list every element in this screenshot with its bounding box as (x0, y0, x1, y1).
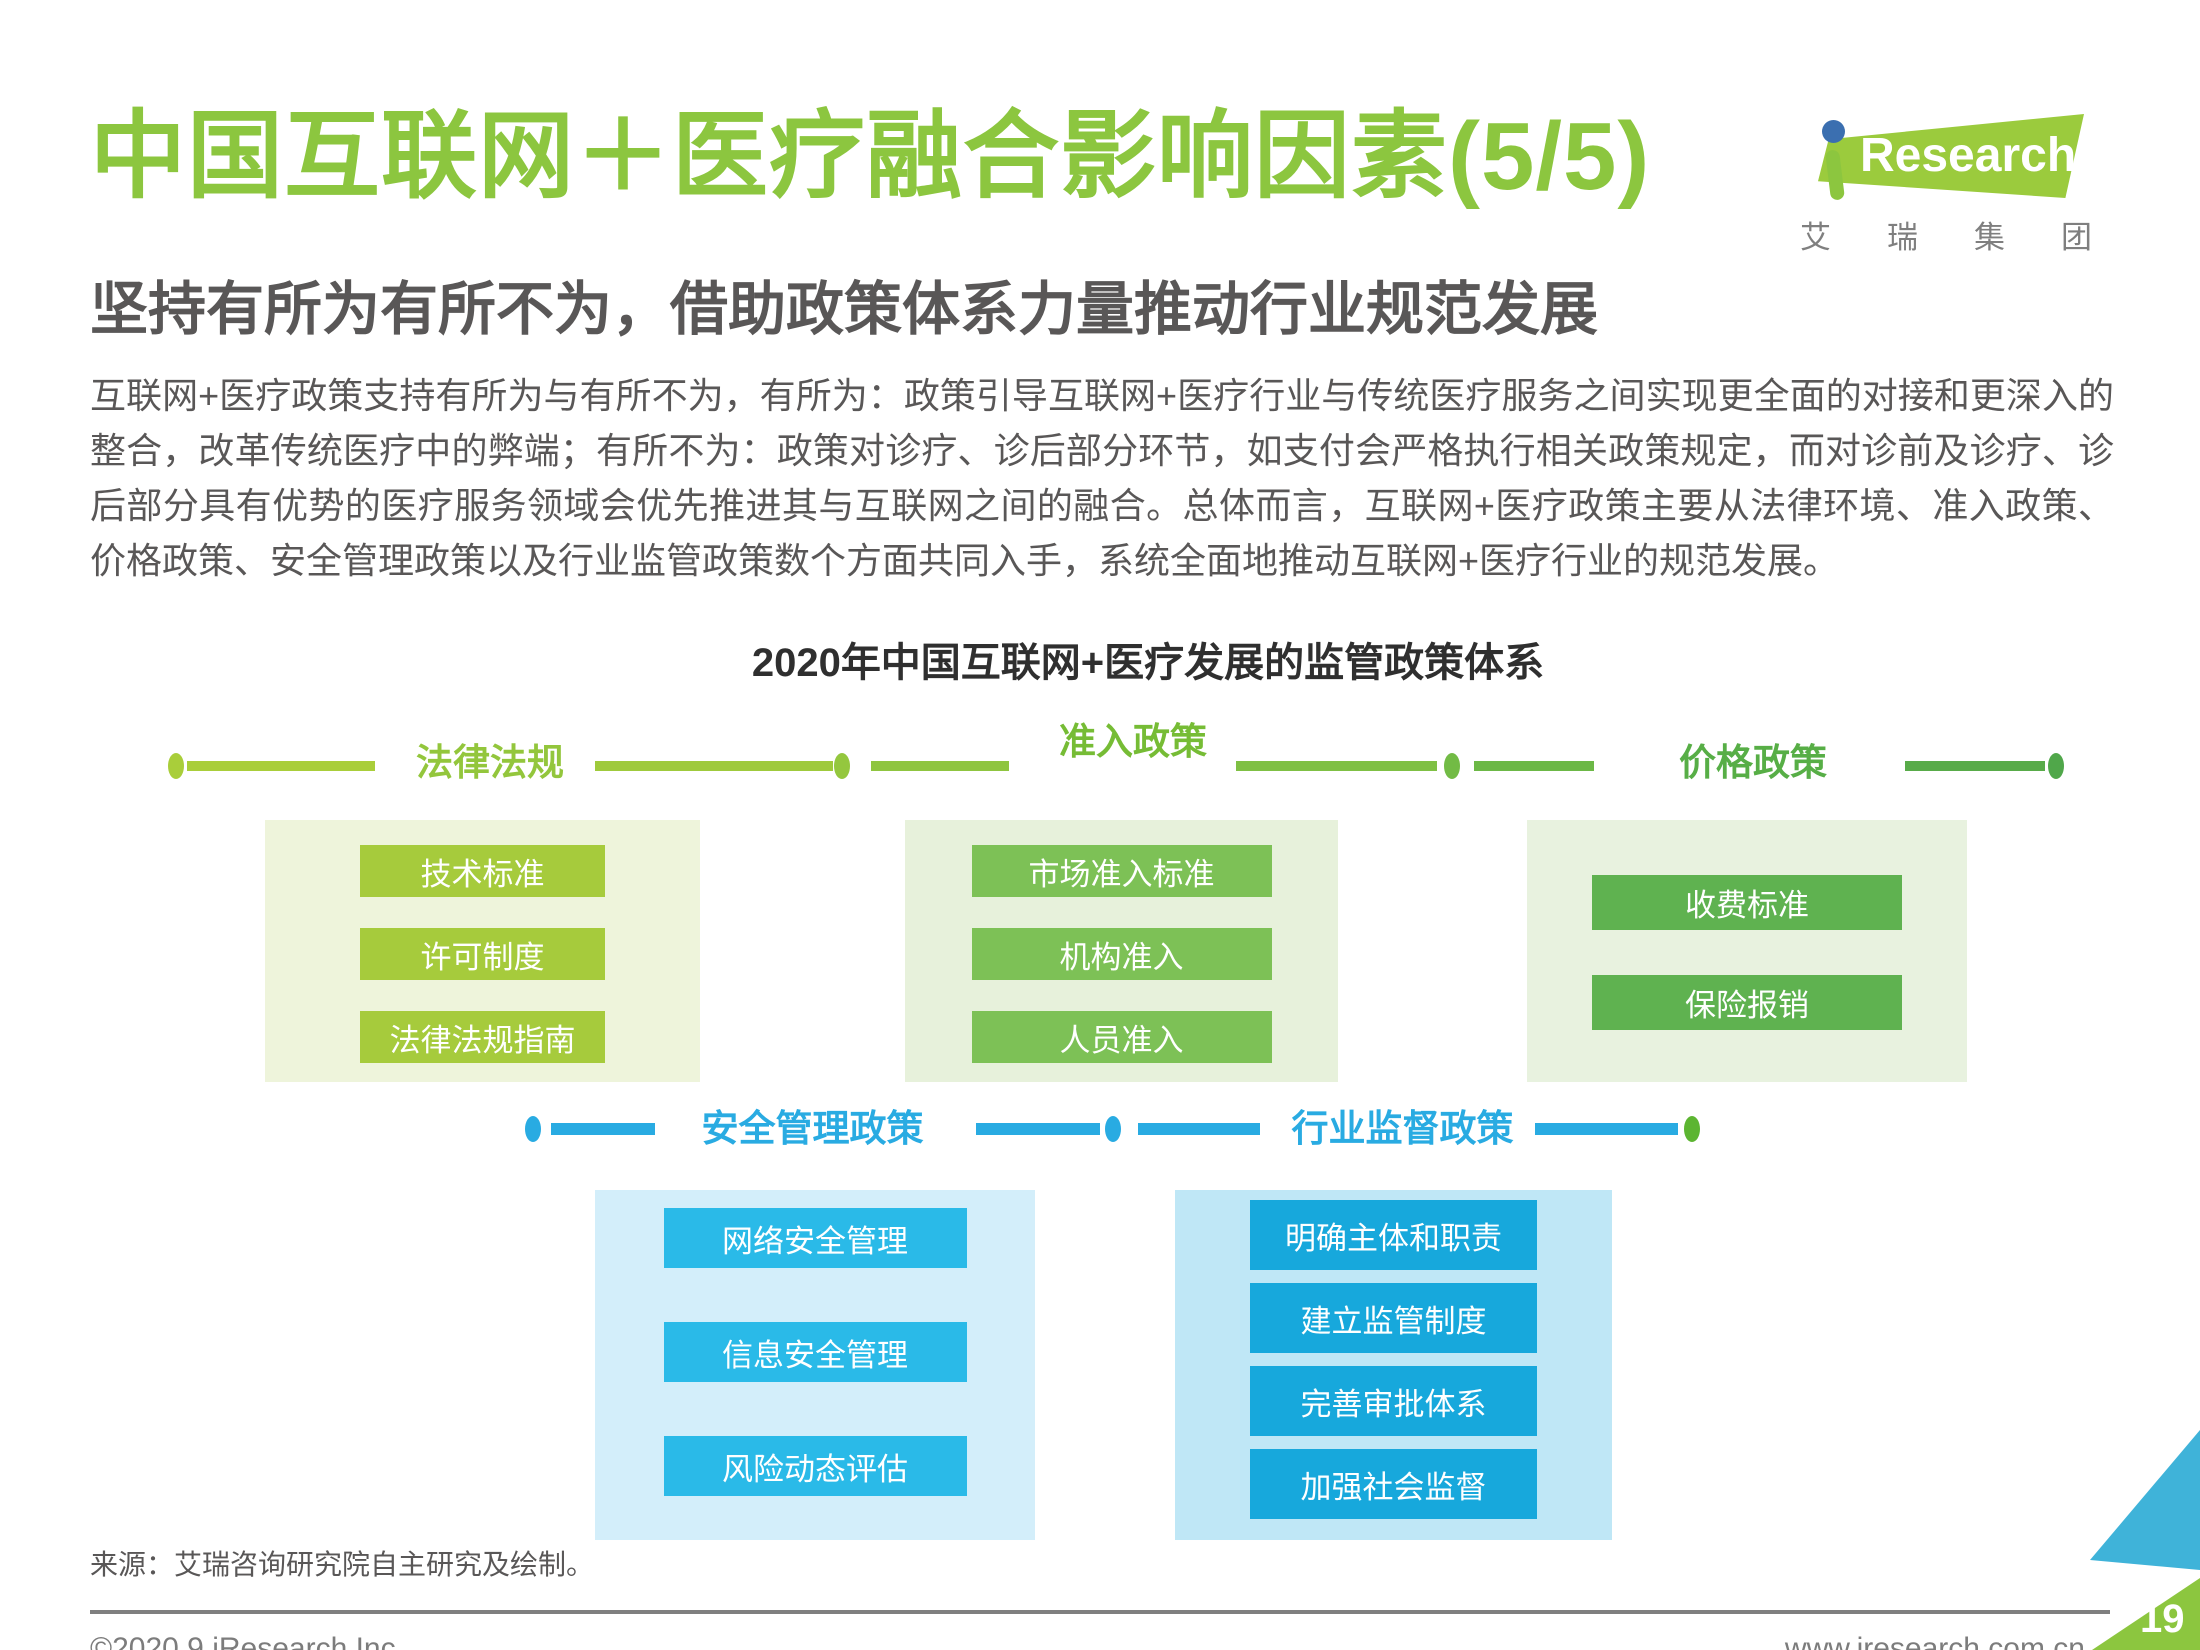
panel-security-item: 信息安全管理 (663, 1322, 967, 1382)
axis-dot-icon (2048, 753, 2064, 779)
page-title: 中国互联网＋医疗融合影响因素(5/5) (90, 103, 1651, 210)
panel-legal-item: 法律法规指南 (360, 1011, 605, 1063)
panel-supervision-item: 建立监管制度 (1250, 1283, 1537, 1353)
panel-legal-item: 许可制度 (360, 928, 605, 980)
footer-divider (90, 1610, 2110, 1614)
axis1-label-price: 价格政策 (1679, 742, 1827, 783)
panel-price-item: 收费标准 (1592, 875, 1902, 930)
axis-dot-icon (525, 1116, 541, 1142)
axis-row-blue: 安全管理政策 行业监督政策 (0, 1103, 2200, 1159)
corner-decoration: 19 (2090, 1430, 2200, 1650)
axis-line (1905, 761, 2045, 771)
axis1-label-legal: 法律法规 (416, 742, 564, 783)
axis-line (1474, 761, 1594, 771)
source-note: 来源：艾瑞咨询研究院自主研究及绘制。 (90, 1549, 595, 1580)
panel-legal: 技术标准 许可制度 法律法规指南 (265, 820, 700, 1082)
axis2-label-supervision: 行业监督政策 (1291, 1108, 1514, 1149)
panel-access: 市场准入标准 机构准入 人员准入 (905, 820, 1338, 1082)
page-number: 19 (2140, 1597, 2185, 1641)
page-subtitle: 坚持有所为有所不为，借助政策体系力量推动行业规范发展 (90, 277, 1599, 342)
panel-supervision-item: 加强社会监督 (1250, 1449, 1537, 1519)
panel-security-item: 网络安全管理 (663, 1208, 967, 1268)
corner-green-triangle (2092, 1578, 2200, 1650)
panel-access-item: 机构准入 (971, 928, 1272, 980)
panel-security: 网络安全管理 信息安全管理 风险动态评估 (595, 1190, 1035, 1540)
intro-paragraph: 互联网+医疗政策支持有所为与有所不为，有所为：政策引导互联网+医疗行业与传统医疗… (90, 375, 2114, 581)
axis-line (976, 1123, 1100, 1135)
axis-dot-icon (1444, 753, 1460, 779)
logo-wordmark: Research (1860, 129, 2077, 182)
website-link[interactable]: www.iresearch.com.cn (1784, 1632, 2085, 1650)
panel-supervision-item: 完善审批体系 (1250, 1366, 1537, 1436)
axis-line (595, 761, 833, 771)
logo-chinese-name: 艾瑞集团 (1800, 220, 2148, 255)
panel-price: 收费标准 保险报销 (1527, 820, 1967, 1082)
axis2-label-security: 安全管理政策 (701, 1108, 924, 1149)
axis1-label-access: 准入政策 (1059, 721, 1207, 762)
axis-dot-icon (168, 753, 184, 779)
axis-line (551, 1123, 655, 1135)
panel-price-item: 保险报销 (1592, 975, 1902, 1030)
axis-dot-icon (834, 753, 850, 779)
axis-row-green: 法律法规 准入政策 价格政策 (0, 721, 2200, 796)
panel-supervision: 明确主体和职责 建立监管制度 完善审批体系 加强社会监督 (1175, 1190, 1612, 1540)
axis-dot-icon (1105, 1116, 1121, 1142)
logo-i-dot-icon (1822, 120, 1845, 143)
panel-supervision-item: 明确主体和职责 (1250, 1200, 1537, 1270)
panel-access-item: 市场准入标准 (971, 845, 1272, 897)
axis-dot-icon (1684, 1116, 1700, 1142)
panel-security-item: 风险动态评估 (663, 1436, 967, 1496)
figure-title: 2020年中国互联网+医疗发展的监管政策体系 (751, 641, 1545, 685)
axis-line (187, 761, 375, 771)
panel-legal-item: 技术标准 (360, 845, 605, 897)
corner-blue-triangle (2090, 1430, 2200, 1570)
panel-access-item: 人员准入 (971, 1011, 1272, 1063)
axis-line (1236, 761, 1437, 771)
axis-line (1535, 1123, 1678, 1135)
iresearch-logo: Research 艾瑞集团 (1796, 110, 2092, 255)
axis-line (871, 761, 1009, 771)
axis-line (1138, 1123, 1260, 1135)
copyright-text: ©2020.9 iResearch Inc. (90, 1632, 404, 1650)
